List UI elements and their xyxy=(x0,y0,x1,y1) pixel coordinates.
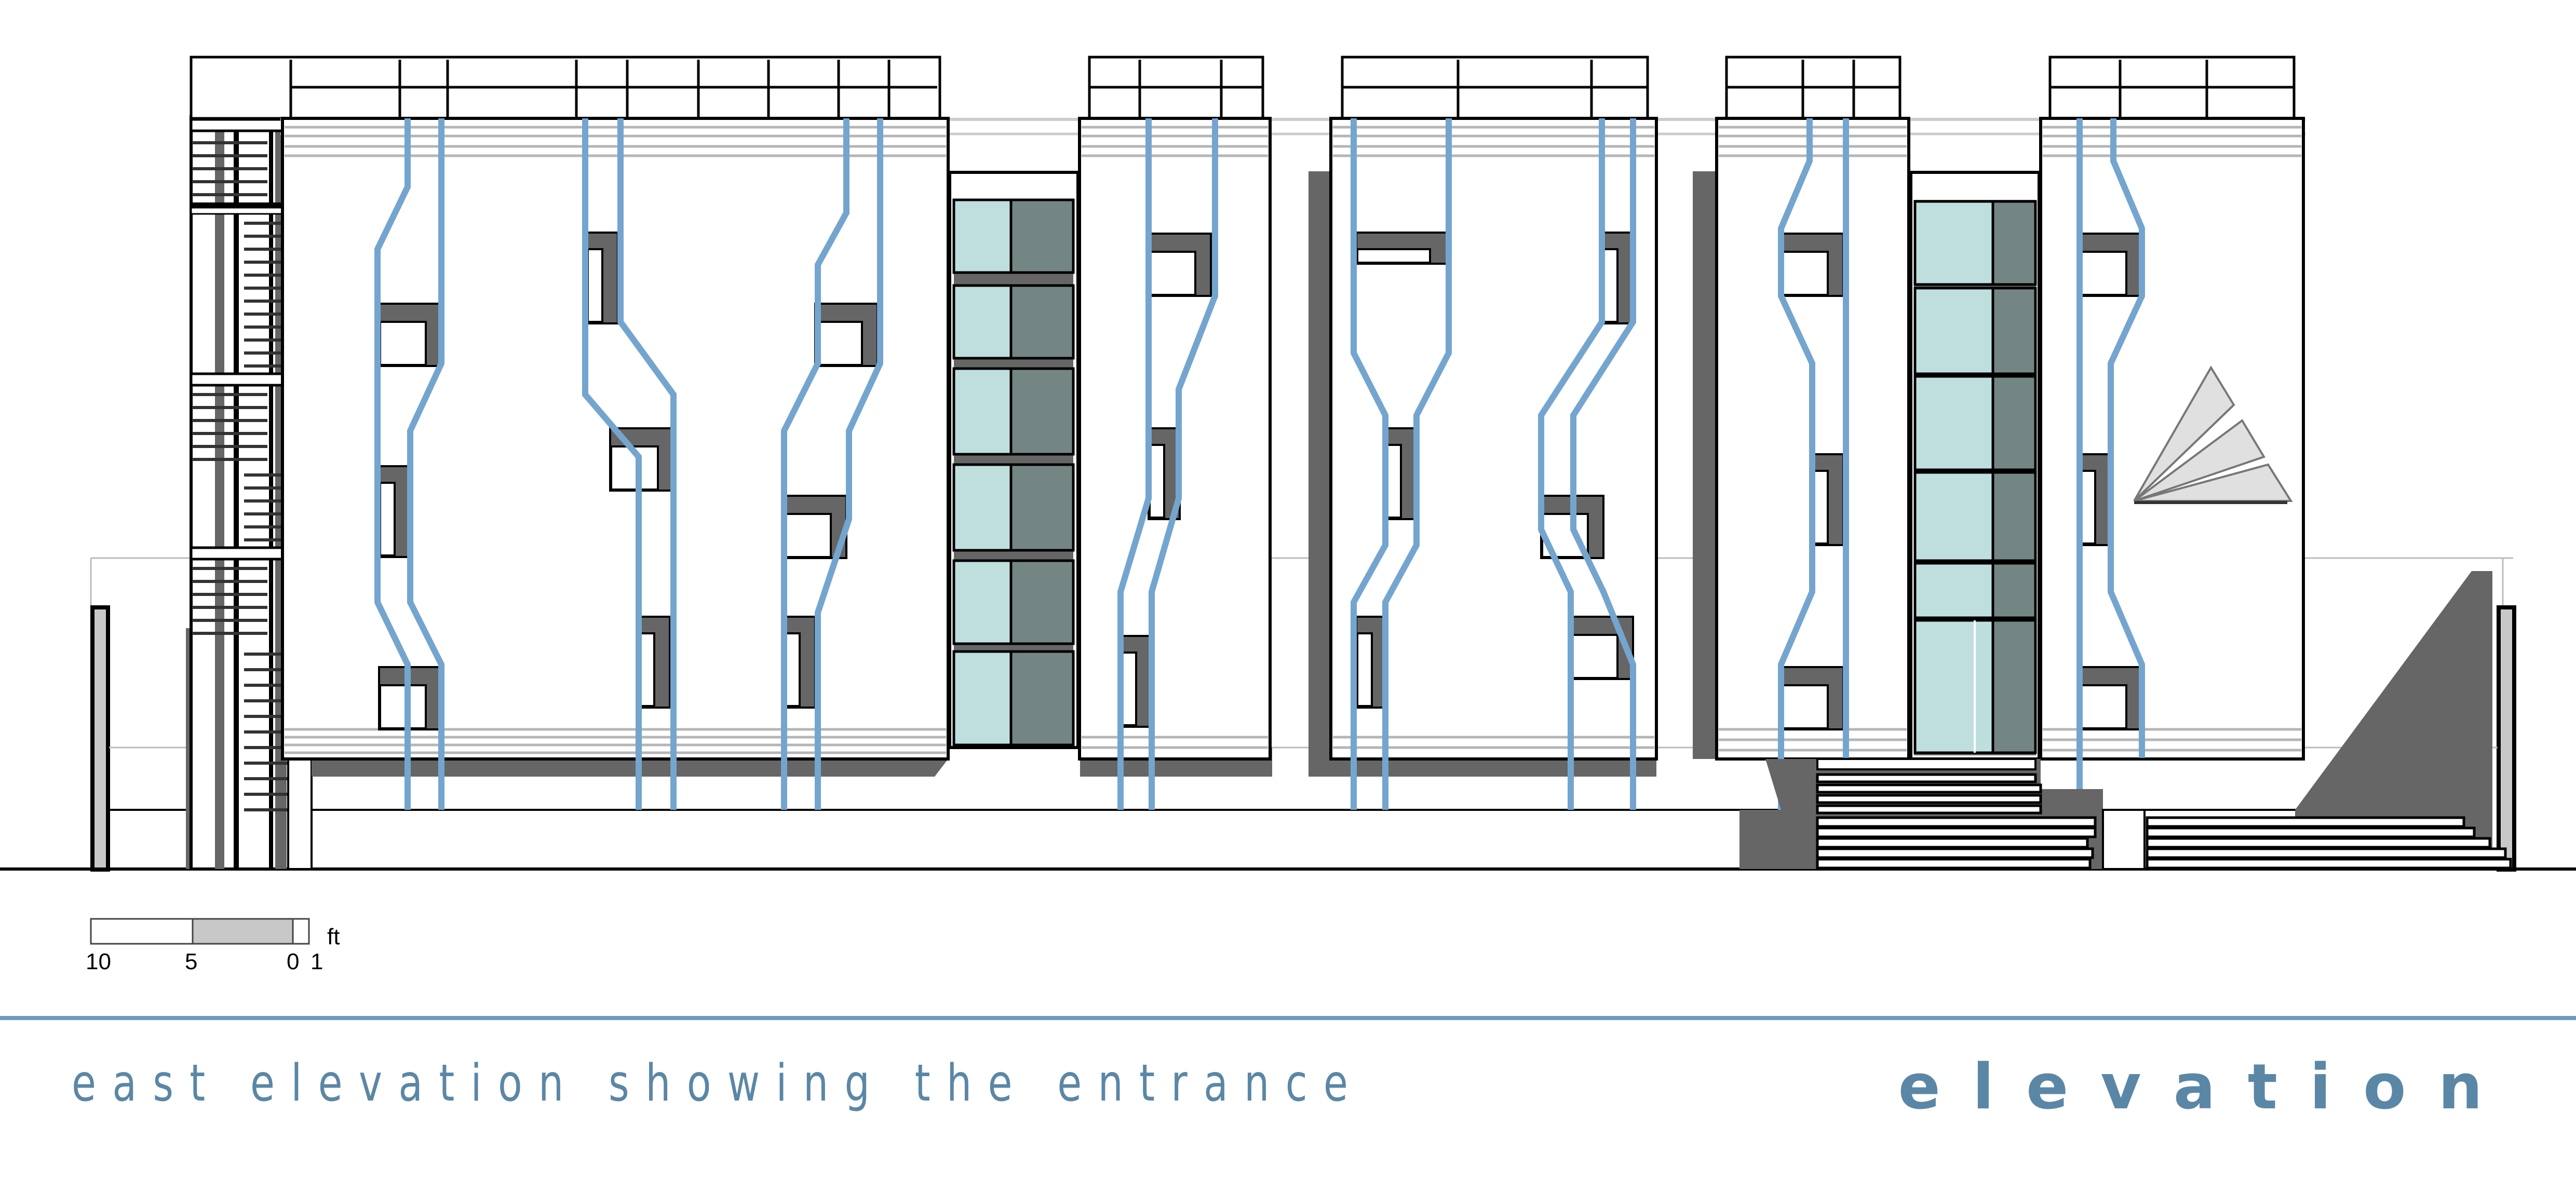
boundary-wall-right xyxy=(2497,605,2516,872)
entrance-steps xyxy=(1739,758,2146,870)
glass-core-1 xyxy=(948,171,1080,749)
sheet-type-title: elevation xyxy=(1898,1051,2515,1123)
scale-label-5: 5 xyxy=(185,949,198,974)
scale-unit: ft xyxy=(327,924,340,949)
scale-label-0: 0 xyxy=(287,949,300,974)
glass-core-entrance xyxy=(1909,171,2041,761)
ramp xyxy=(2146,571,2512,870)
window-boxes xyxy=(378,232,2143,730)
drawing-caption: east elevation showing the entrance xyxy=(72,1054,1365,1113)
title-rule xyxy=(0,1016,2576,1020)
boundary-wall-left xyxy=(90,605,110,872)
rooftop-pergola: @@ xyxy=(190,56,2296,120)
logo-sculpture xyxy=(2133,365,2293,504)
scale-label-10: 10 xyxy=(86,949,111,974)
blue-fins xyxy=(374,118,2145,810)
scale-bar xyxy=(90,918,310,945)
scale-label-1: 1 xyxy=(311,949,323,974)
